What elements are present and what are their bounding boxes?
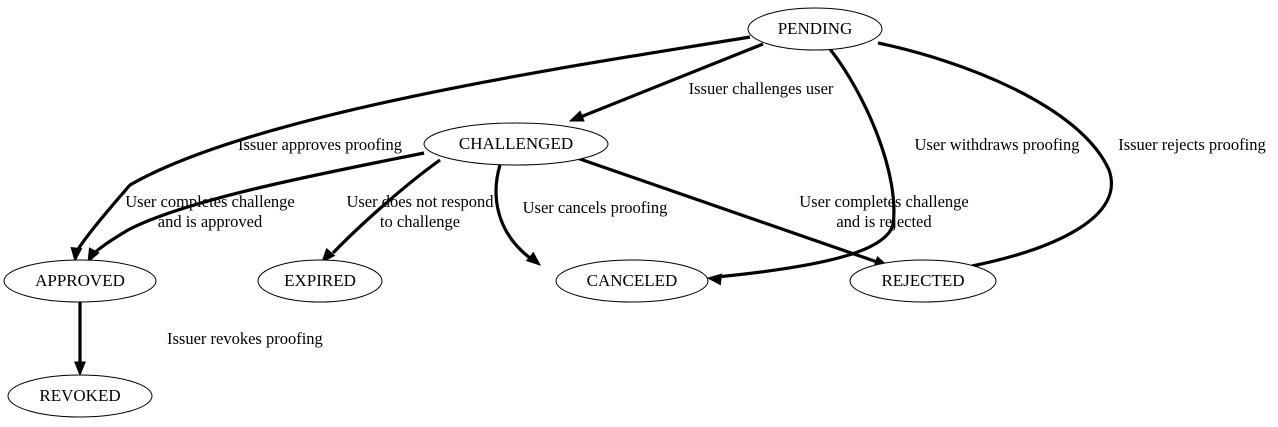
node-ellipse-approved[interactable]	[3, 259, 157, 303]
nodes-layer: PENDING CHALLENGED APPROVED EXPIRED CANCELED…	[3, 7, 997, 418]
edge-arrowhead-pending-challenged	[568, 110, 585, 122]
edge-path-challenged-expired	[331, 158, 441, 255]
edge-arrowhead-challenged-expired	[321, 247, 336, 264]
edge-arrowhead-challenged-approved	[87, 247, 100, 264]
edge-approved-revoked: Issuer revokes proofing	[74, 302, 323, 377]
edge-arrowhead-pending-approved	[70, 246, 83, 263]
node-ellipse-challenged[interactable]	[423, 122, 609, 166]
edge-arrowhead-pending-canceled	[706, 273, 723, 286]
node-label-approved: APPROVED	[35, 271, 125, 290]
node-ellipse-revoked[interactable]	[7, 374, 153, 418]
edge-path-pending-canceled	[715, 48, 896, 279]
edge-path-pending-challenged	[577, 42, 764, 120]
node-label-rejected: REJECTED	[881, 271, 964, 290]
edge-pending-canceled: User withdraws proofing	[706, 48, 1080, 286]
node-label-canceled: CANCELED	[587, 271, 678, 290]
edge-label-pending-challenged: Issuer challenges user	[689, 79, 834, 98]
edge-arrowhead-approved-revoked	[74, 361, 86, 377]
node-revoked[interactable]: REVOKED	[7, 374, 153, 418]
node-expired[interactable]: EXPIRED	[257, 259, 383, 303]
edge-label-approved-revoked: Issuer revokes proofing	[167, 329, 323, 348]
edge-pending-approved: Issuer approves proofing	[70, 35, 751, 263]
edge-path-challenged-approved	[89, 151, 425, 258]
edge-label-pending-approved: Issuer approves proofing	[238, 135, 402, 154]
node-label-revoked: REVOKED	[39, 386, 120, 405]
edge-pending-rejected: Issuer rejects proofing	[877, 41, 1266, 277]
edge-label-pending-rejected: Issuer rejects proofing	[1118, 135, 1266, 154]
edge-path-challenged-canceled	[494, 164, 531, 260]
node-approved[interactable]: APPROVED	[3, 259, 157, 303]
node-label-challenged: CHALLENGED	[459, 134, 573, 153]
edge-path-challenged-rejected	[576, 156, 881, 265]
node-label-expired: EXPIRED	[284, 271, 356, 290]
edges-layer: Issuer approves proofing Issuer challenge…	[70, 35, 1266, 377]
edge-label-pending-canceled: User withdraws proofing	[915, 135, 1080, 154]
node-ellipse-canceled[interactable]	[555, 259, 709, 303]
node-rejected[interactable]: REJECTED	[849, 259, 997, 303]
edge-label-challenged-canceled: User cancels proofing	[523, 198, 668, 217]
edge-pending-challenged: Issuer challenges user	[568, 42, 834, 122]
node-canceled[interactable]: CANCELED	[555, 259, 709, 303]
node-ellipse-pending[interactable]	[747, 7, 883, 51]
edge-path-pending-rejected	[877, 41, 1113, 268]
node-ellipse-rejected[interactable]	[849, 259, 997, 303]
node-challenged[interactable]: CHALLENGED	[423, 122, 609, 166]
edge-path-pending-approved	[74, 35, 751, 254]
edge-challenged-canceled: User cancels proofing	[494, 164, 668, 266]
node-label-pending: PENDING	[778, 19, 853, 38]
node-pending[interactable]: PENDING	[747, 7, 883, 51]
node-ellipse-expired[interactable]	[257, 259, 383, 303]
edge-arrowhead-challenged-canceled	[525, 251, 542, 266]
